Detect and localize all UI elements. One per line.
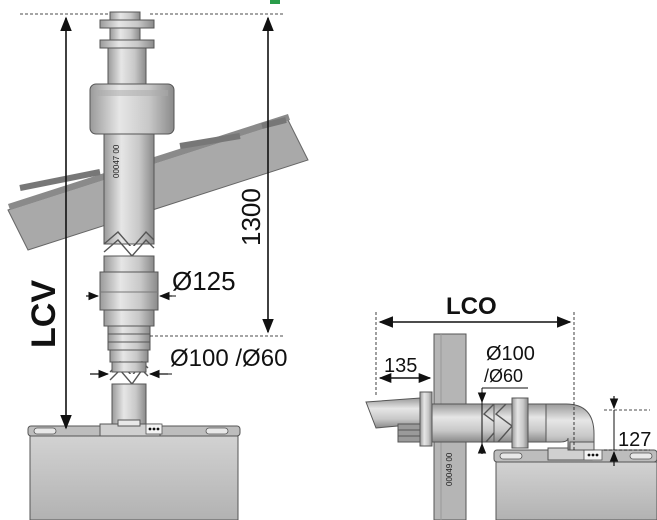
corner-mark (270, 0, 280, 4)
diameter-100-60-label: Ø100 /Ø60 (170, 345, 287, 372)
diameter-60-label: /Ø60 (484, 366, 523, 386)
boiler-vertical (27, 423, 241, 520)
vertical-flue-pipe (89, 11, 175, 427)
vertical-installation: 00047 00 LCV 1300 Ø125 Ø100 /Ø60 (7, 11, 309, 520)
boiler-horizontal (493, 447, 657, 520)
horizontal-flue-pipe (365, 391, 595, 451)
diameter-125-label: Ø125 (172, 266, 236, 296)
height-127-label: 127 (618, 429, 651, 451)
wall-part-code: 00049 00 (445, 452, 454, 486)
lcv-label: LCV (25, 280, 63, 348)
vertical-part-code: 00047 00 (112, 144, 121, 178)
height-1300-label: 1300 (236, 188, 266, 246)
lco-label: LCO (446, 293, 497, 320)
length-135-label: 135 (384, 355, 417, 377)
diameter-100-label: Ø100 (486, 343, 535, 365)
horizontal-installation: 00049 00 (365, 293, 657, 520)
